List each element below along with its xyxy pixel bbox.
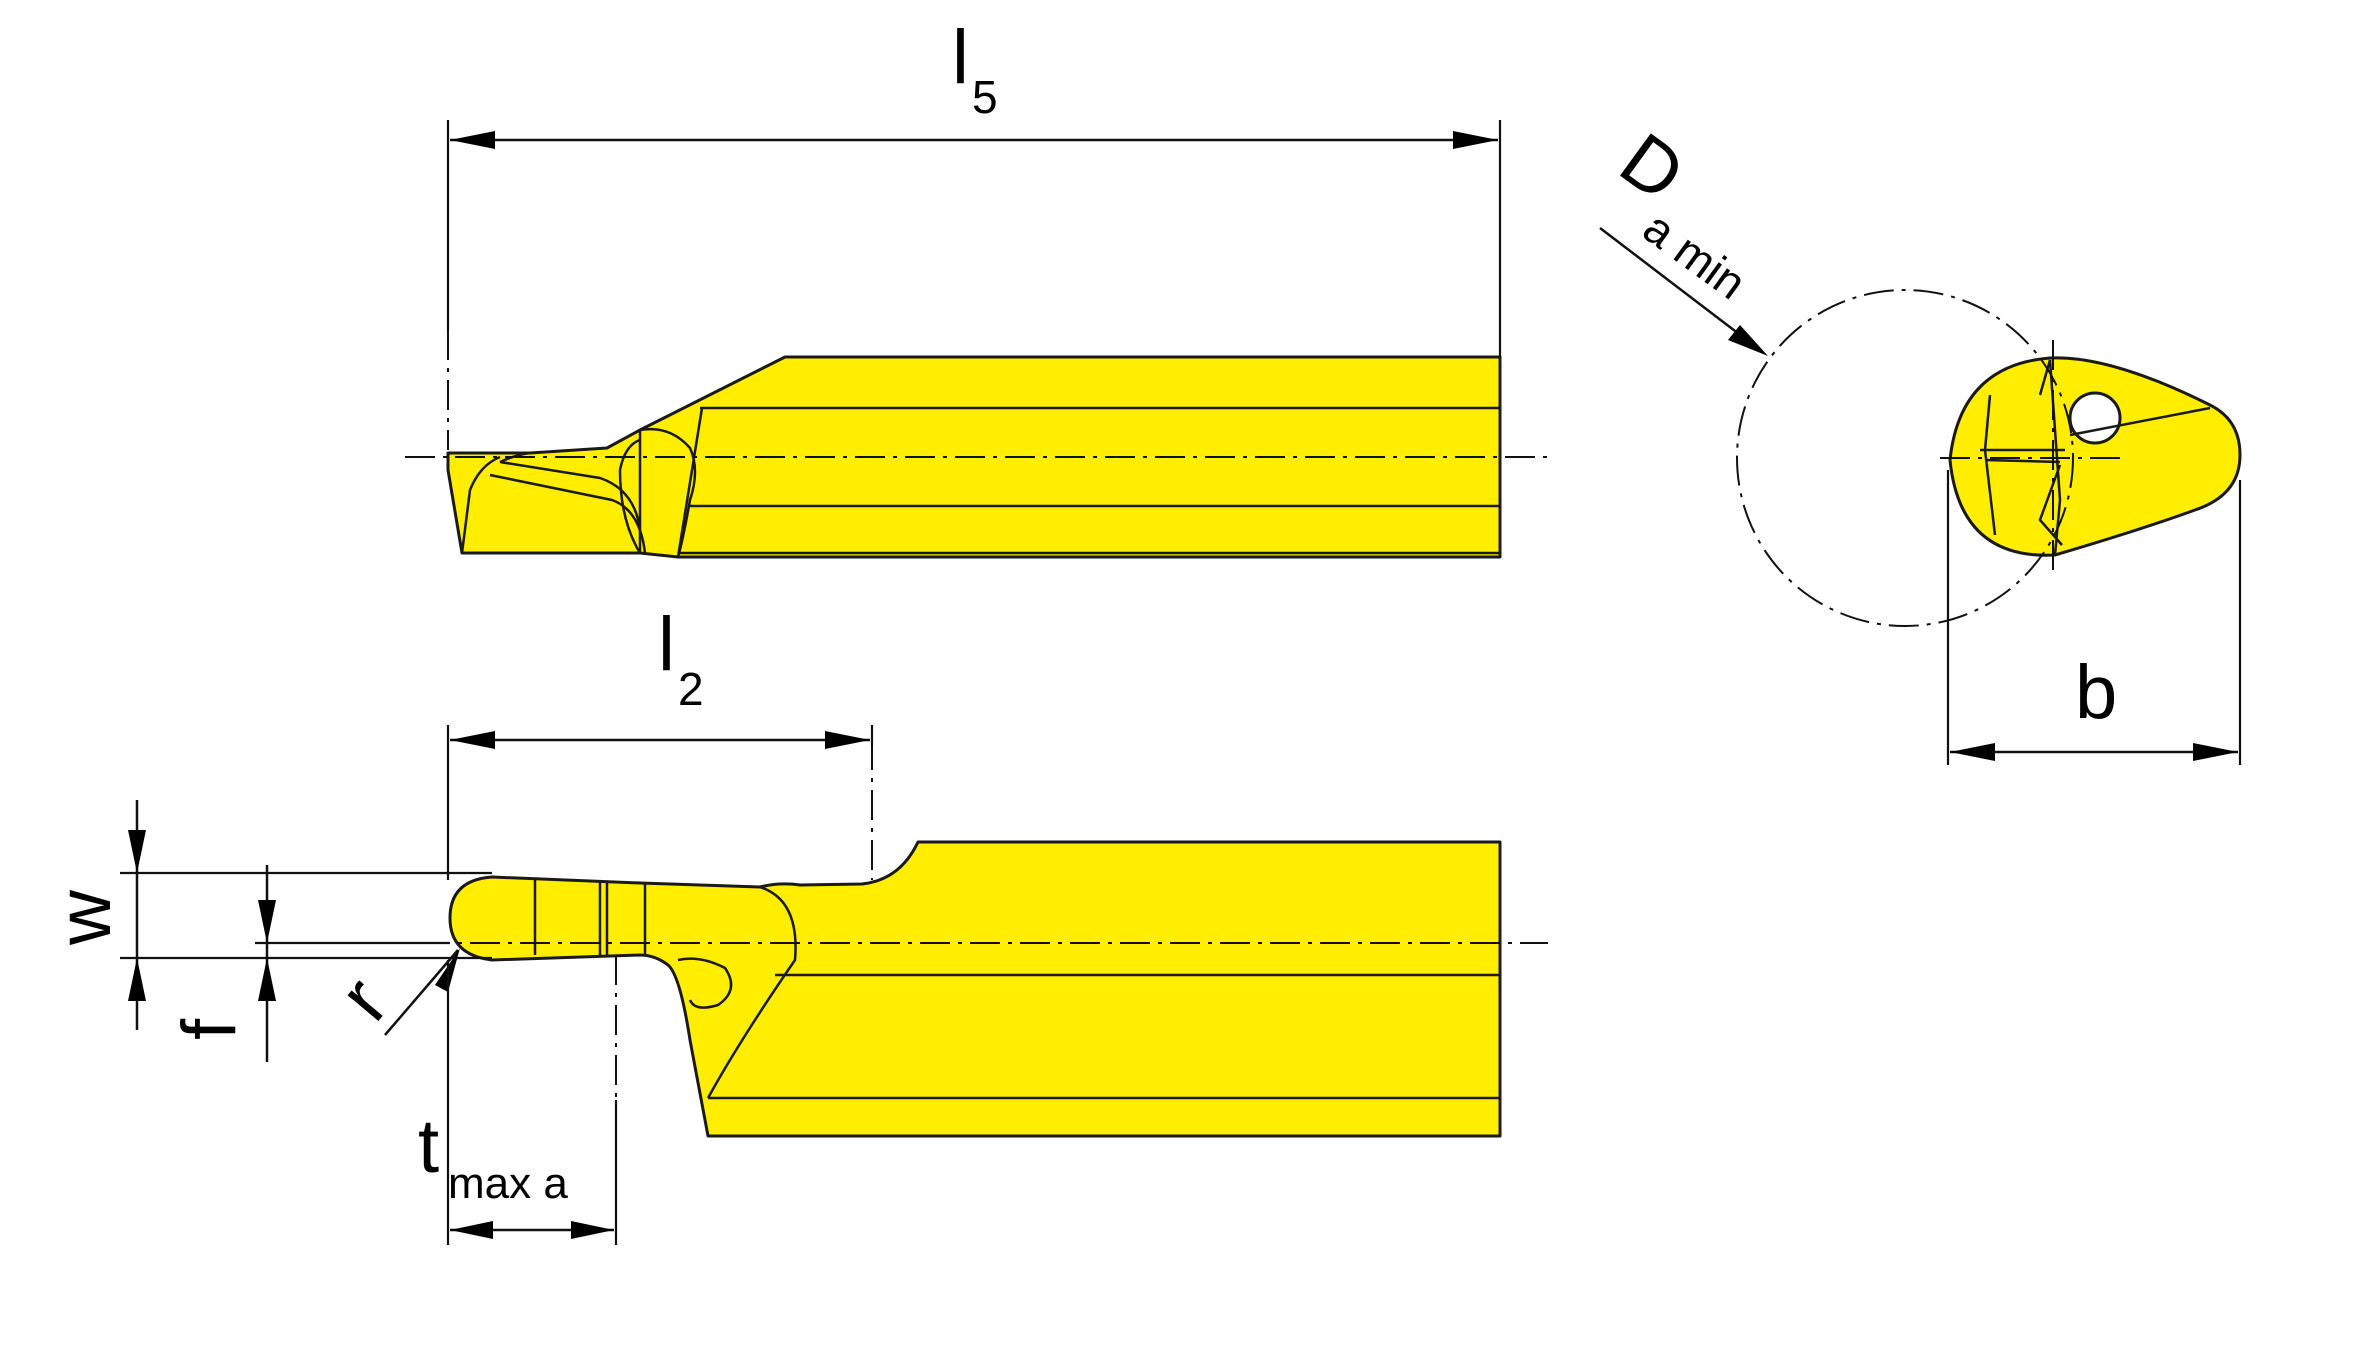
top-edge-curve-1 bbox=[639, 427, 697, 558]
l5-label: l bbox=[952, 15, 969, 100]
top-edge-curve-4 bbox=[499, 460, 642, 531]
l2-label: l bbox=[658, 602, 675, 687]
bottom-clamp-curve bbox=[706, 885, 797, 1099]
end-edge-4 bbox=[1984, 458, 2061, 464]
dimension-b: b bbox=[1946, 470, 2242, 765]
top-edge-line-5 bbox=[676, 407, 704, 558]
b-arrow-left bbox=[1950, 743, 1995, 761]
top-edge-curve-3 bbox=[460, 455, 501, 554]
end-edge-7 bbox=[2038, 359, 2052, 396]
l5-arrow-right bbox=[1453, 131, 1498, 149]
b-arrow-right bbox=[2193, 743, 2238, 761]
dimension-r: r bbox=[323, 948, 460, 1036]
w-arrow-top bbox=[128, 830, 146, 873]
f-arrow-bottom bbox=[258, 958, 276, 1001]
d-a-min-arrow bbox=[1728, 325, 1768, 356]
bottom-hole bbox=[677, 957, 733, 1009]
r-label: r bbox=[323, 962, 404, 1036]
l2-subscript: 2 bbox=[678, 663, 704, 715]
l5-subscript: 5 bbox=[972, 71, 998, 123]
b-label: b bbox=[2075, 650, 2117, 735]
w-label: w bbox=[42, 889, 127, 946]
top-edge-curve-5 bbox=[489, 473, 647, 554]
dimension-d-a-min: D a min bbox=[1599, 117, 1768, 356]
end-view-hole bbox=[2068, 391, 2122, 445]
d-a-min-label: D bbox=[1605, 117, 1699, 218]
dimension-tmax: t max a bbox=[418, 960, 618, 1245]
f-label: f bbox=[167, 1018, 252, 1040]
top-edge-curve-2 bbox=[618, 438, 642, 554]
end-edge-5 bbox=[2069, 406, 2211, 437]
end-edge-6 bbox=[2038, 464, 2063, 546]
l5-arrow-left bbox=[450, 131, 495, 149]
end-view bbox=[1736, 289, 2242, 627]
dimension-l2: l 2 bbox=[446, 602, 874, 880]
dimension-w: w bbox=[42, 800, 492, 1030]
tmax-label: t bbox=[418, 1104, 439, 1189]
d-a-min-subscript: a min bbox=[1634, 201, 1756, 309]
dimension-l5: l 5 bbox=[446, 15, 1502, 357]
tmax-subscript: max a bbox=[448, 1159, 568, 1208]
d-a-min-leader bbox=[1599, 227, 1761, 351]
bottom-view-body bbox=[448, 840, 1502, 1138]
d-a-min-circle bbox=[1736, 289, 2074, 627]
tmax-arrow-right bbox=[571, 1221, 614, 1239]
f-arrow-top bbox=[258, 900, 276, 943]
end-view-body bbox=[1948, 356, 2242, 557]
w-arrow-bottom bbox=[128, 958, 146, 1001]
l2-arrow-right bbox=[825, 731, 870, 749]
tmax-arrow-left bbox=[450, 1221, 493, 1239]
bottom-view bbox=[448, 840, 1502, 1138]
dimension-f: f bbox=[167, 865, 450, 1062]
l2-arrow-left bbox=[450, 731, 495, 749]
r-leader bbox=[384, 949, 459, 1036]
